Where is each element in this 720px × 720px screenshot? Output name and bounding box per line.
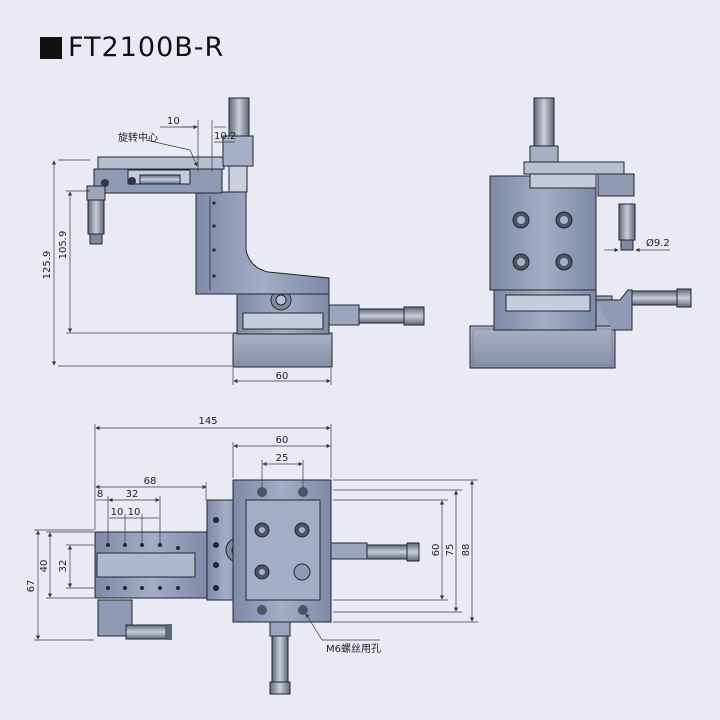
rotation-center-label: 旋转中心 (118, 131, 158, 144)
side-right-micrometer (631, 290, 678, 306)
top-right-micrometer (330, 542, 368, 560)
front-dim-125-9: 125.9 (42, 251, 53, 280)
front-dimensions (51, 120, 332, 385)
top-dim-10-a: 10 (111, 507, 124, 518)
side-dia-label: Ø9.2 (646, 237, 670, 249)
m6-hole-label: M6螺丝用孔 (326, 643, 381, 655)
top-dim-75: 75 (445, 544, 456, 557)
front-top-stage (97, 156, 225, 170)
front-column-bracket (195, 191, 330, 295)
top-dim-10-b: 10 (128, 507, 141, 518)
top-bottom-micrometer (271, 635, 289, 683)
top-dim-40: 40 (39, 560, 50, 573)
top-dim-32-top: 32 (126, 489, 139, 500)
side-top-stage (523, 161, 625, 175)
top-dim-32-left: 32 (58, 560, 69, 573)
product-title: FT2100B-R (40, 32, 224, 63)
front-side-micrometer (358, 308, 405, 324)
front-dim-60: 60 (276, 371, 289, 382)
title-square-bullet (40, 36, 62, 59)
top-dim-67: 67 (26, 580, 37, 593)
front-left-micrometer (87, 199, 105, 235)
top-dim-60: 60 (276, 435, 289, 446)
top-dim-60-right: 60 (431, 544, 442, 557)
top-dim-88: 88 (461, 544, 472, 557)
side-mounting-holes (512, 211, 573, 271)
top-dim-68: 68 (144, 476, 157, 487)
side-view: Ø9.2 (469, 97, 692, 369)
front-dim-10: 10 (167, 116, 180, 127)
product-model: FT2100B-R (68, 32, 225, 63)
front-view: 125.9 105.9 60 10 10.2 旋转中心 (42, 97, 425, 385)
front-dim-10-2: 10.2 (214, 131, 236, 142)
side-column-block (489, 175, 597, 291)
top-dimensions (34, 424, 478, 641)
side-base-block (469, 325, 616, 369)
side-top-micrometer (533, 97, 555, 147)
top-left-micrometer (125, 624, 167, 640)
top-dim-25: 25 (276, 453, 289, 464)
side-drop-micrometer (618, 203, 636, 241)
top-mounting-holes (254, 487, 311, 615)
front-base-block (232, 332, 333, 368)
top-dim-145: 145 (198, 416, 217, 427)
top-view: 145 60 25 68 8 32 10 10 40 32 67 60 75 8… (26, 416, 478, 695)
front-dim-105-9: 105.9 (58, 231, 69, 260)
top-dim-8: 8 (97, 489, 103, 500)
